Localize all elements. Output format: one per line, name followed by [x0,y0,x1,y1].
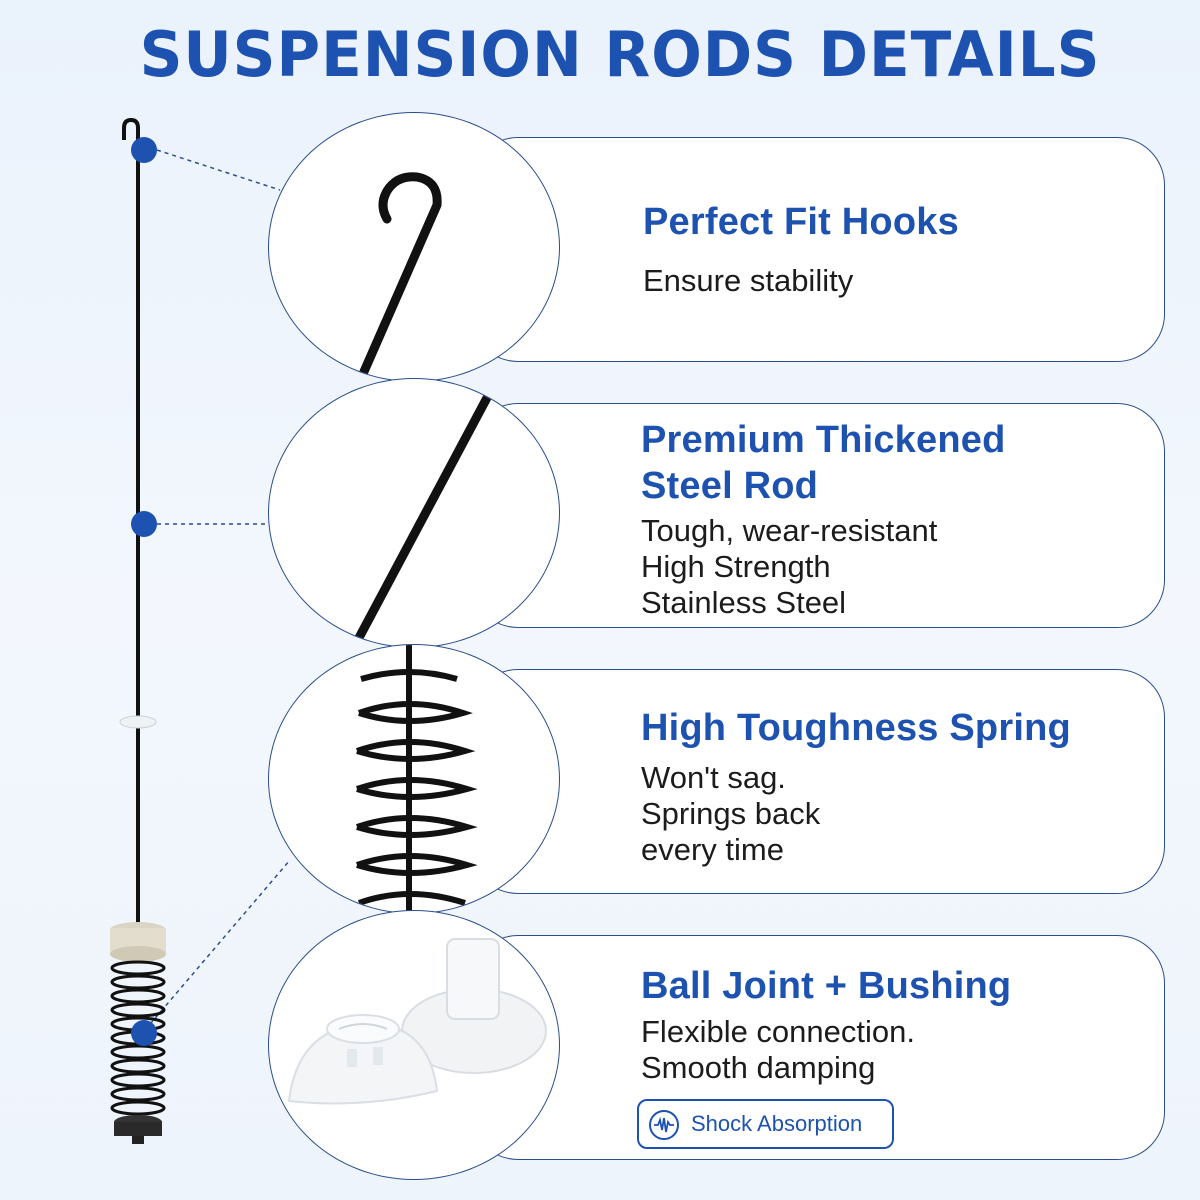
shock-wave-icon [649,1110,679,1140]
feature-description: Springs back [641,796,821,831]
feature-title: High Toughness Spring [641,707,1071,749]
feature-description: High Strength [641,549,831,584]
bushing-marker-dot [131,1020,157,1046]
spring-closeup-image [268,644,560,914]
hook-closeup-image [268,112,560,382]
feature-description: Won't sag. [641,760,786,795]
feature-description: Stainless Steel [641,585,847,620]
feature-card-spring: High Toughness Spring Won't sag. Springs… [470,669,1165,894]
feature-title: Perfect Fit Hooks [643,201,959,243]
hook-marker-dot [131,137,157,163]
feature-description: Flexible connection. [641,1014,915,1049]
page-title: SUSPENSION RODS DETAILS [139,18,1101,91]
rod-marker-dot [131,511,157,537]
feature-title: Premium Thickened [641,419,1006,461]
feature-description: Ensure stability [643,263,854,298]
feature-title: Steel Rod [641,465,819,507]
feature-description: Tough, wear-resistant [641,513,938,548]
shock-absorption-badge: Shock Absorption [637,1099,894,1149]
feature-description: every time [641,832,784,867]
badge-label: Shock Absorption [691,1111,863,1136]
feature-card-bushing: Ball Joint + Bushing Flexible connection… [470,935,1165,1160]
feature-card-steel-rod: Premium Thickened Steel Rod Tough, wear-… [470,403,1165,628]
feature-description: Smooth damping [641,1050,876,1085]
bushing-closeup-image [268,910,560,1180]
rod-closeup-image [268,378,560,648]
feature-title: Ball Joint + Bushing [641,965,1012,1007]
feature-card-hooks: Perfect Fit Hooks Ensure stability [470,137,1165,362]
